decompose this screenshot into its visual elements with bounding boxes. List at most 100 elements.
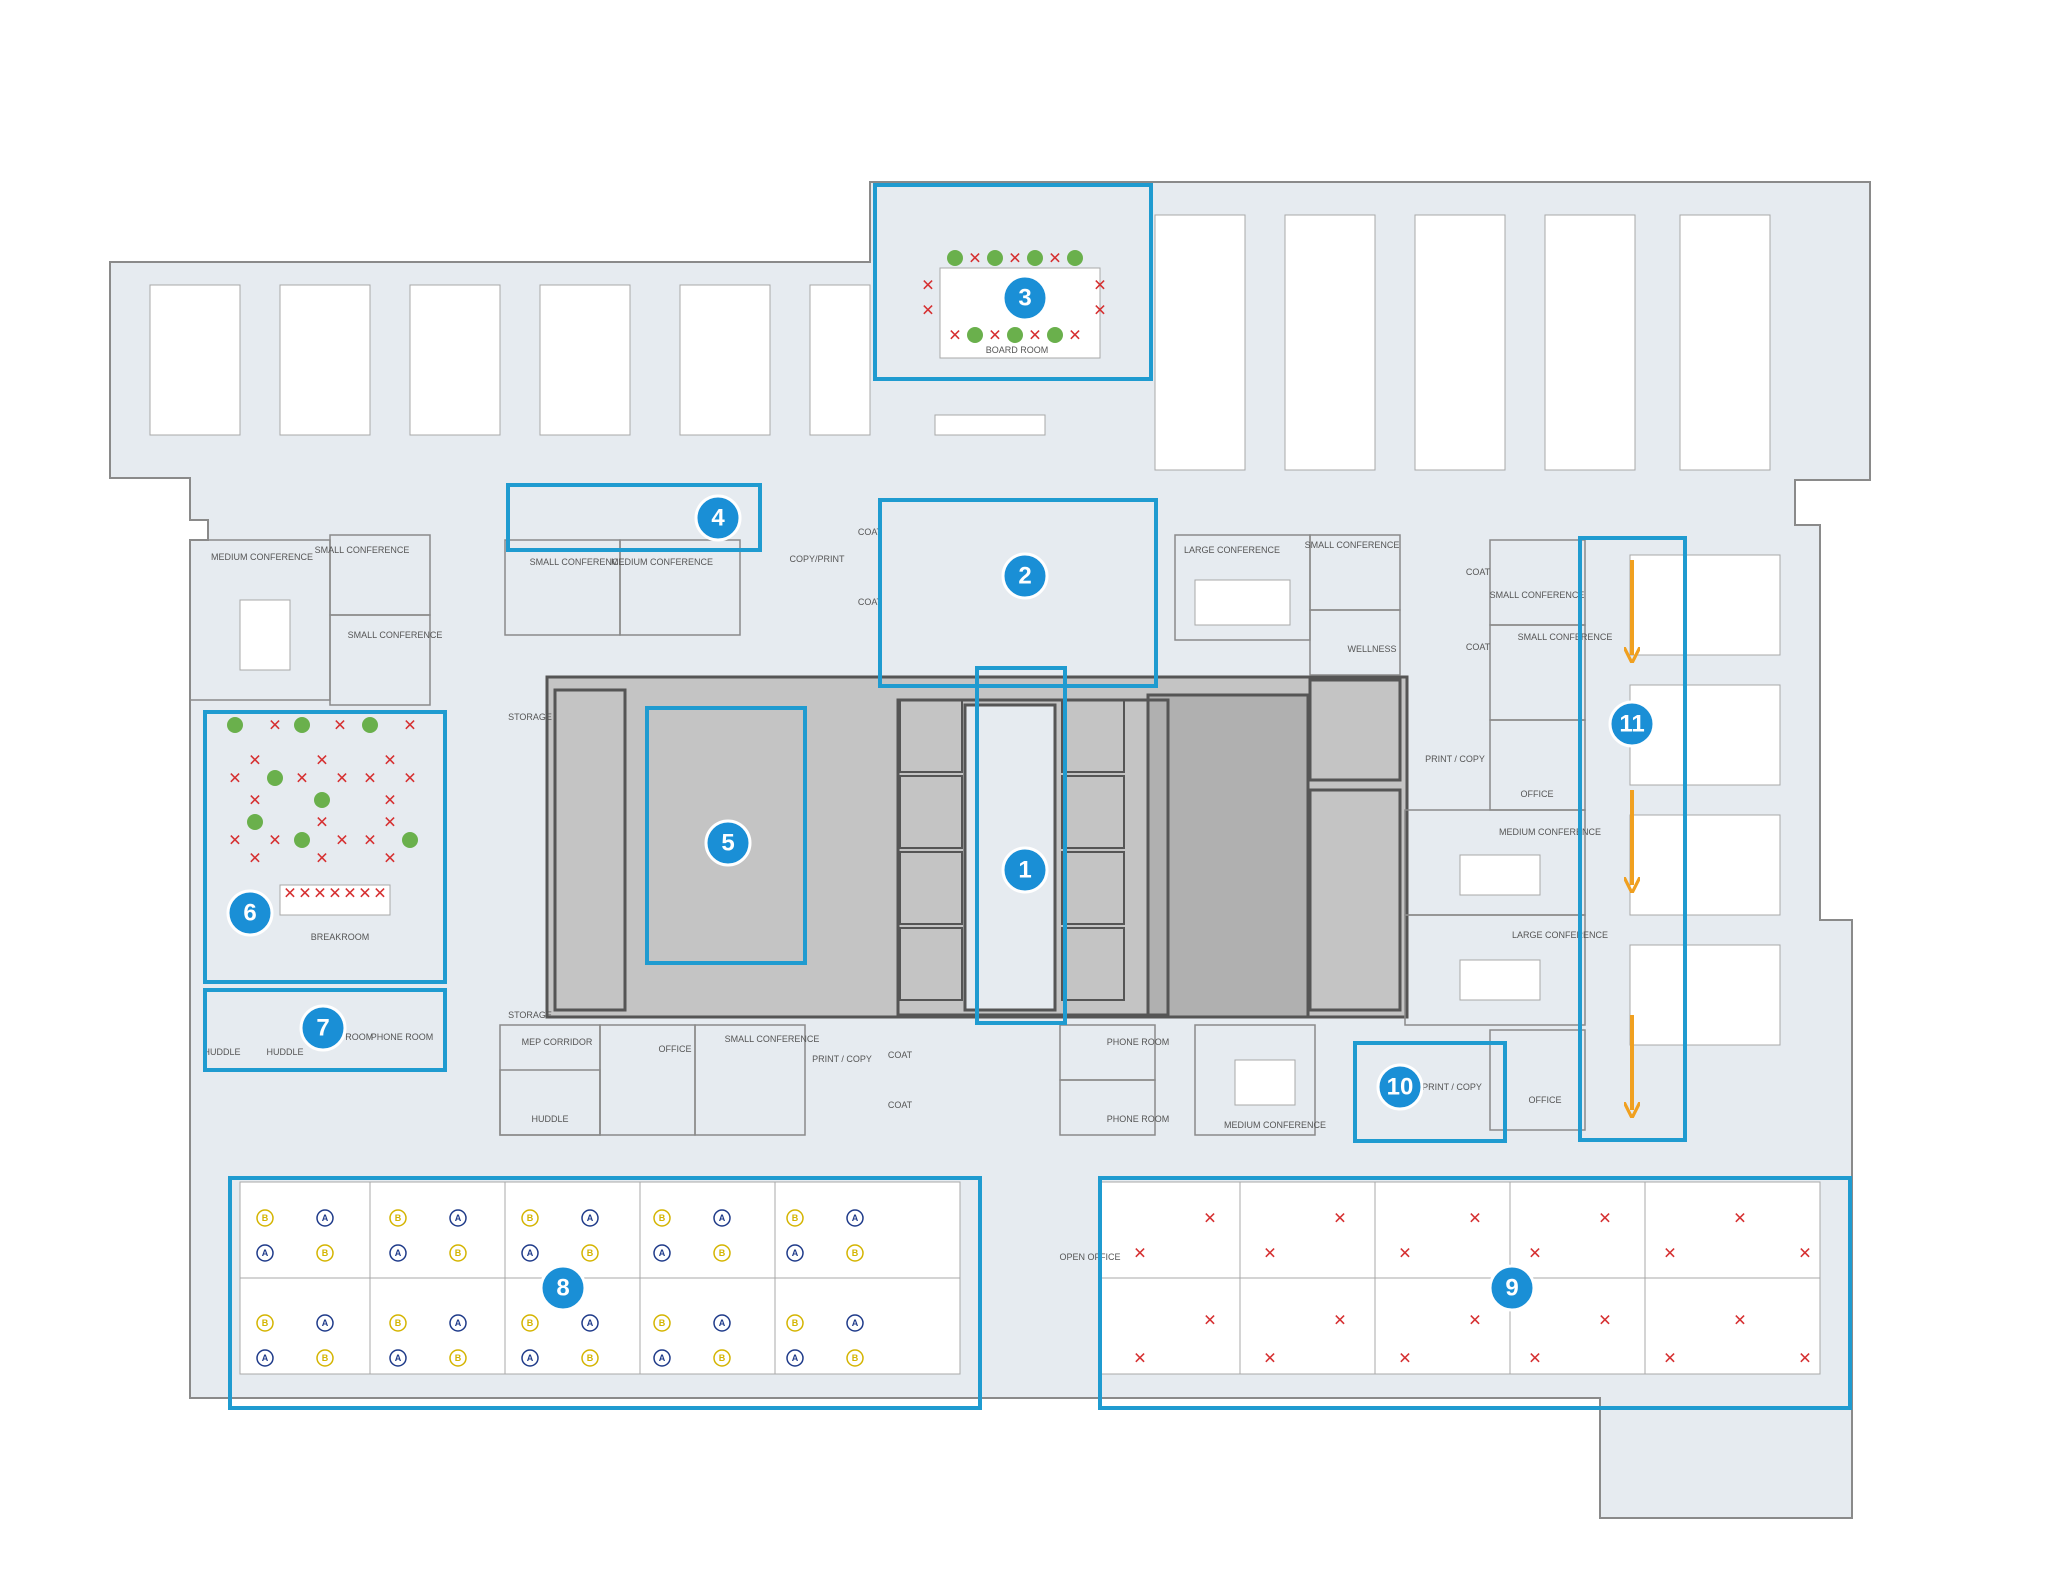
blocked-seat-mark: ✕ bbox=[921, 276, 934, 295]
south-desk-rows bbox=[239, 1181, 1821, 1375]
seat-b-letter: B bbox=[719, 1353, 726, 1363]
zone-badge-2[interactable]: 2 bbox=[1001, 552, 1049, 600]
blocked-seat-mark: ✕ bbox=[228, 769, 241, 788]
blocked-seat-mark: ✕ bbox=[1133, 1349, 1146, 1368]
seat-b-letter: B bbox=[527, 1318, 534, 1328]
blocked-seat-mark: ✕ bbox=[1663, 1244, 1676, 1263]
blocked-seat-mark: ✕ bbox=[328, 884, 341, 903]
seat-a-letter: A bbox=[587, 1213, 594, 1223]
room-label: MEDIUM CONFERENCE bbox=[611, 557, 713, 567]
blocked-seat-mark: ✕ bbox=[1528, 1244, 1541, 1263]
seat-a-marker bbox=[653, 1244, 671, 1262]
blocked-seat-mark: ✕ bbox=[1663, 1349, 1676, 1368]
zone-badge-1[interactable]: 1 bbox=[1001, 846, 1049, 894]
zone-badge-8[interactable]: 8 bbox=[539, 1264, 587, 1312]
seat-a-marker bbox=[316, 1314, 334, 1332]
zone-1-outline bbox=[975, 666, 1067, 1025]
zone-2-outline bbox=[878, 498, 1158, 688]
elevator-shafts bbox=[899, 699, 1125, 1001]
seat-b-letter: B bbox=[395, 1318, 402, 1328]
zone-4-outline bbox=[506, 483, 762, 552]
room-label: LARGE CONFERENCE bbox=[1512, 930, 1608, 940]
zone-badge-11[interactable]: 11 bbox=[1608, 700, 1656, 748]
zone-badge-number: 2 bbox=[1018, 563, 1031, 590]
zone-badge-4[interactable]: 4 bbox=[694, 494, 742, 542]
zone-9-outline bbox=[1098, 1176, 1852, 1410]
blocked-seat-mark: ✕ bbox=[295, 769, 308, 788]
available-seat-dot bbox=[362, 717, 378, 733]
room-label: MEDIUM CONFERENCE bbox=[1224, 1120, 1326, 1130]
room-label: MEP CORRIDOR bbox=[522, 1037, 593, 1047]
room-label: COAT bbox=[858, 527, 883, 537]
room-label: OFFICE bbox=[1521, 789, 1554, 799]
zone-badge-3[interactable]: 3 bbox=[1001, 274, 1049, 322]
blocked-seat-mark: ✕ bbox=[248, 849, 261, 868]
breakroom-markers: ✕✕✕✕✕✕✕✕✕✕✕✕✕✕✕✕✕✕✕✕✕✕✕✕✕✕✕✕✕ bbox=[227, 716, 418, 903]
available-seat-dot bbox=[967, 327, 983, 343]
blocked-seat-mark: ✕ bbox=[1263, 1349, 1276, 1368]
room-label: COAT bbox=[888, 1050, 913, 1060]
blocked-seat-mark: ✕ bbox=[1093, 276, 1106, 295]
seat-a-letter: A bbox=[262, 1248, 269, 1258]
board-room-markers: ✕✕✕✕✕✕✕✕✕✕✕ bbox=[921, 249, 1106, 345]
seat-a-marker bbox=[786, 1244, 804, 1262]
zone-8-outline bbox=[228, 1176, 982, 1410]
zone-badge-number: 5 bbox=[721, 830, 734, 857]
seat-b-marker bbox=[581, 1349, 599, 1367]
seat-b-marker bbox=[786, 1209, 804, 1227]
seat-b-marker bbox=[581, 1244, 599, 1262]
seat-a-marker bbox=[846, 1209, 864, 1227]
seat-a-letter: A bbox=[455, 1318, 462, 1328]
room-label: STORAGE bbox=[508, 712, 552, 722]
room-label: COPY/PRINT bbox=[789, 554, 845, 564]
seat-a-letter: A bbox=[587, 1318, 594, 1328]
zone-badge-10[interactable]: 10 bbox=[1376, 1063, 1424, 1111]
seat-b-letter: B bbox=[852, 1353, 859, 1363]
room-label: SMALL CONFERENCE bbox=[1305, 540, 1400, 550]
available-seat-dot bbox=[987, 250, 1003, 266]
blocked-seat-mark: ✕ bbox=[1468, 1209, 1481, 1228]
blocked-seat-mark: ✕ bbox=[1798, 1244, 1811, 1263]
zone-badge-6[interactable]: 6 bbox=[226, 889, 274, 937]
seat-a-letter: A bbox=[719, 1213, 726, 1223]
seat-b-letter: B bbox=[719, 1248, 726, 1258]
room-label: HUDDLE bbox=[203, 1047, 240, 1057]
blocked-seat-mark: ✕ bbox=[335, 831, 348, 850]
room-label: PRINT / COPY bbox=[1425, 754, 1485, 764]
seat-b-letter: B bbox=[659, 1318, 666, 1328]
blocked-seat-mark: ✕ bbox=[1468, 1311, 1481, 1330]
room-label: HUDDLE bbox=[266, 1047, 303, 1057]
seat-a-marker bbox=[316, 1209, 334, 1227]
room-label: COAT bbox=[858, 597, 883, 607]
room-label: SMALL CONFERENCE bbox=[725, 1034, 820, 1044]
zone-badge-number: 10 bbox=[1387, 1074, 1414, 1101]
seat-a-letter: A bbox=[852, 1318, 859, 1328]
zone-badge-7[interactable]: 7 bbox=[299, 1004, 347, 1052]
zone-5-outline bbox=[645, 706, 807, 965]
room-walls bbox=[189, 534, 1586, 1136]
available-seat-dot bbox=[267, 770, 283, 786]
zone-badge-9[interactable]: 9 bbox=[1488, 1264, 1536, 1312]
room-label: PHONE ROOM bbox=[371, 1032, 434, 1042]
blocked-seat-mark: ✕ bbox=[383, 813, 396, 832]
blocked-seat-mark: ✕ bbox=[363, 769, 376, 788]
blocked-seat-mark: ✕ bbox=[948, 326, 961, 345]
available-seat-dot bbox=[294, 717, 310, 733]
zone-7-outline bbox=[203, 988, 447, 1072]
blocked-seat-mark: ✕ bbox=[1203, 1209, 1216, 1228]
seat-b-letter: B bbox=[455, 1248, 462, 1258]
blocked-seat-mark: ✕ bbox=[1333, 1311, 1346, 1330]
seat-a-marker bbox=[713, 1209, 731, 1227]
seat-a-marker bbox=[256, 1349, 274, 1367]
blocked-seat-mark: ✕ bbox=[1333, 1209, 1346, 1228]
seat-b-marker bbox=[316, 1244, 334, 1262]
room-label: OFFICE bbox=[659, 1044, 692, 1054]
zone-badge-5[interactable]: 5 bbox=[704, 819, 752, 867]
seat-a-letter: A bbox=[852, 1213, 859, 1223]
room-label: SMALL CONFERENCE bbox=[348, 630, 443, 640]
seat-b-letter: B bbox=[322, 1353, 329, 1363]
seat-a-marker bbox=[786, 1349, 804, 1367]
blocked-seat-mark: ✕ bbox=[403, 716, 416, 735]
blocked-seat-mark: ✕ bbox=[383, 849, 396, 868]
seat-b-marker bbox=[521, 1314, 539, 1332]
